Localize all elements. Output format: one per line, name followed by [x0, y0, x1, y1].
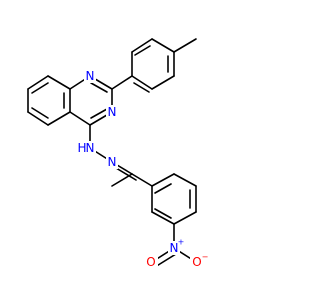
oxygen-minus-charge: −	[202, 253, 209, 262]
atom-o-side: O	[144, 255, 158, 269]
atom-n-azo: N	[106, 155, 118, 169]
bond-tol5-tol6	[131, 38, 153, 53]
bond-n1-c2-inner	[90, 82, 108, 93]
bond-c8a-c8	[47, 75, 71, 90]
atom-n-azo-label: N	[108, 155, 117, 169]
bond-tol1-tol2-inner	[133, 82, 150, 93]
atom-n3-label: N	[108, 105, 117, 119]
bonds	[27, 38, 197, 268]
atom-n-nitro: N +	[168, 238, 185, 255]
atom-n3: N	[106, 105, 118, 119]
bond-ar1-ar2	[151, 173, 175, 187]
bond-ar5-ar6-inner	[154, 208, 172, 219]
bond-n-nitro-o-side-inner	[154, 253, 177, 268]
bond-ar1-ar2-inner	[154, 183, 172, 194]
atom-n-nitro-label: N	[170, 241, 179, 255]
bond-c4-c4a	[69, 111, 91, 126]
bond-tol1-tol2	[131, 75, 153, 90]
molecule-structure-diagram: N N H N N N + O O −	[27, 38, 210, 269]
bond-c-imine-methyl	[111, 173, 133, 187]
bond-c6-c5-inner	[31, 107, 49, 119]
atom-labels: N N H N N N + O O −	[76, 69, 210, 269]
atom-h-label: H	[77, 141, 86, 155]
bond-ar5-ar6	[151, 211, 175, 225]
bond-n-azo-c-imine-inner	[115, 167, 137, 181]
bond-c8-c7	[27, 75, 49, 90]
atom-nh-label: N	[86, 141, 95, 155]
bond-tol5-tol6-inner	[134, 45, 151, 56]
bond-ar2-ar3	[173, 173, 197, 187]
atom-n1: N	[84, 69, 96, 83]
atom-o-top: O −	[190, 253, 210, 269]
atom-o-side-label: O	[146, 255, 155, 269]
bond-n3-c4-inner	[90, 108, 108, 119]
atom-nh: H N	[76, 141, 96, 155]
bond-tol4-tol5	[151, 38, 175, 53]
bond-c8-c7-inner	[31, 82, 49, 94]
atom-o-top-label: O	[192, 255, 201, 269]
bond-c2-tol1	[111, 75, 133, 90]
nitro-plus-charge: +	[178, 238, 185, 247]
bond-c6-c5	[27, 111, 49, 126]
atom-n1-label: N	[86, 69, 95, 83]
bond-tol4-methyl	[173, 38, 197, 53]
bond-c5-c4a	[47, 111, 71, 126]
bond-c-imine-ar	[131, 173, 153, 187]
bond-tol2-tol3	[151, 75, 175, 90]
bond-ar4-ar5	[173, 211, 197, 225]
